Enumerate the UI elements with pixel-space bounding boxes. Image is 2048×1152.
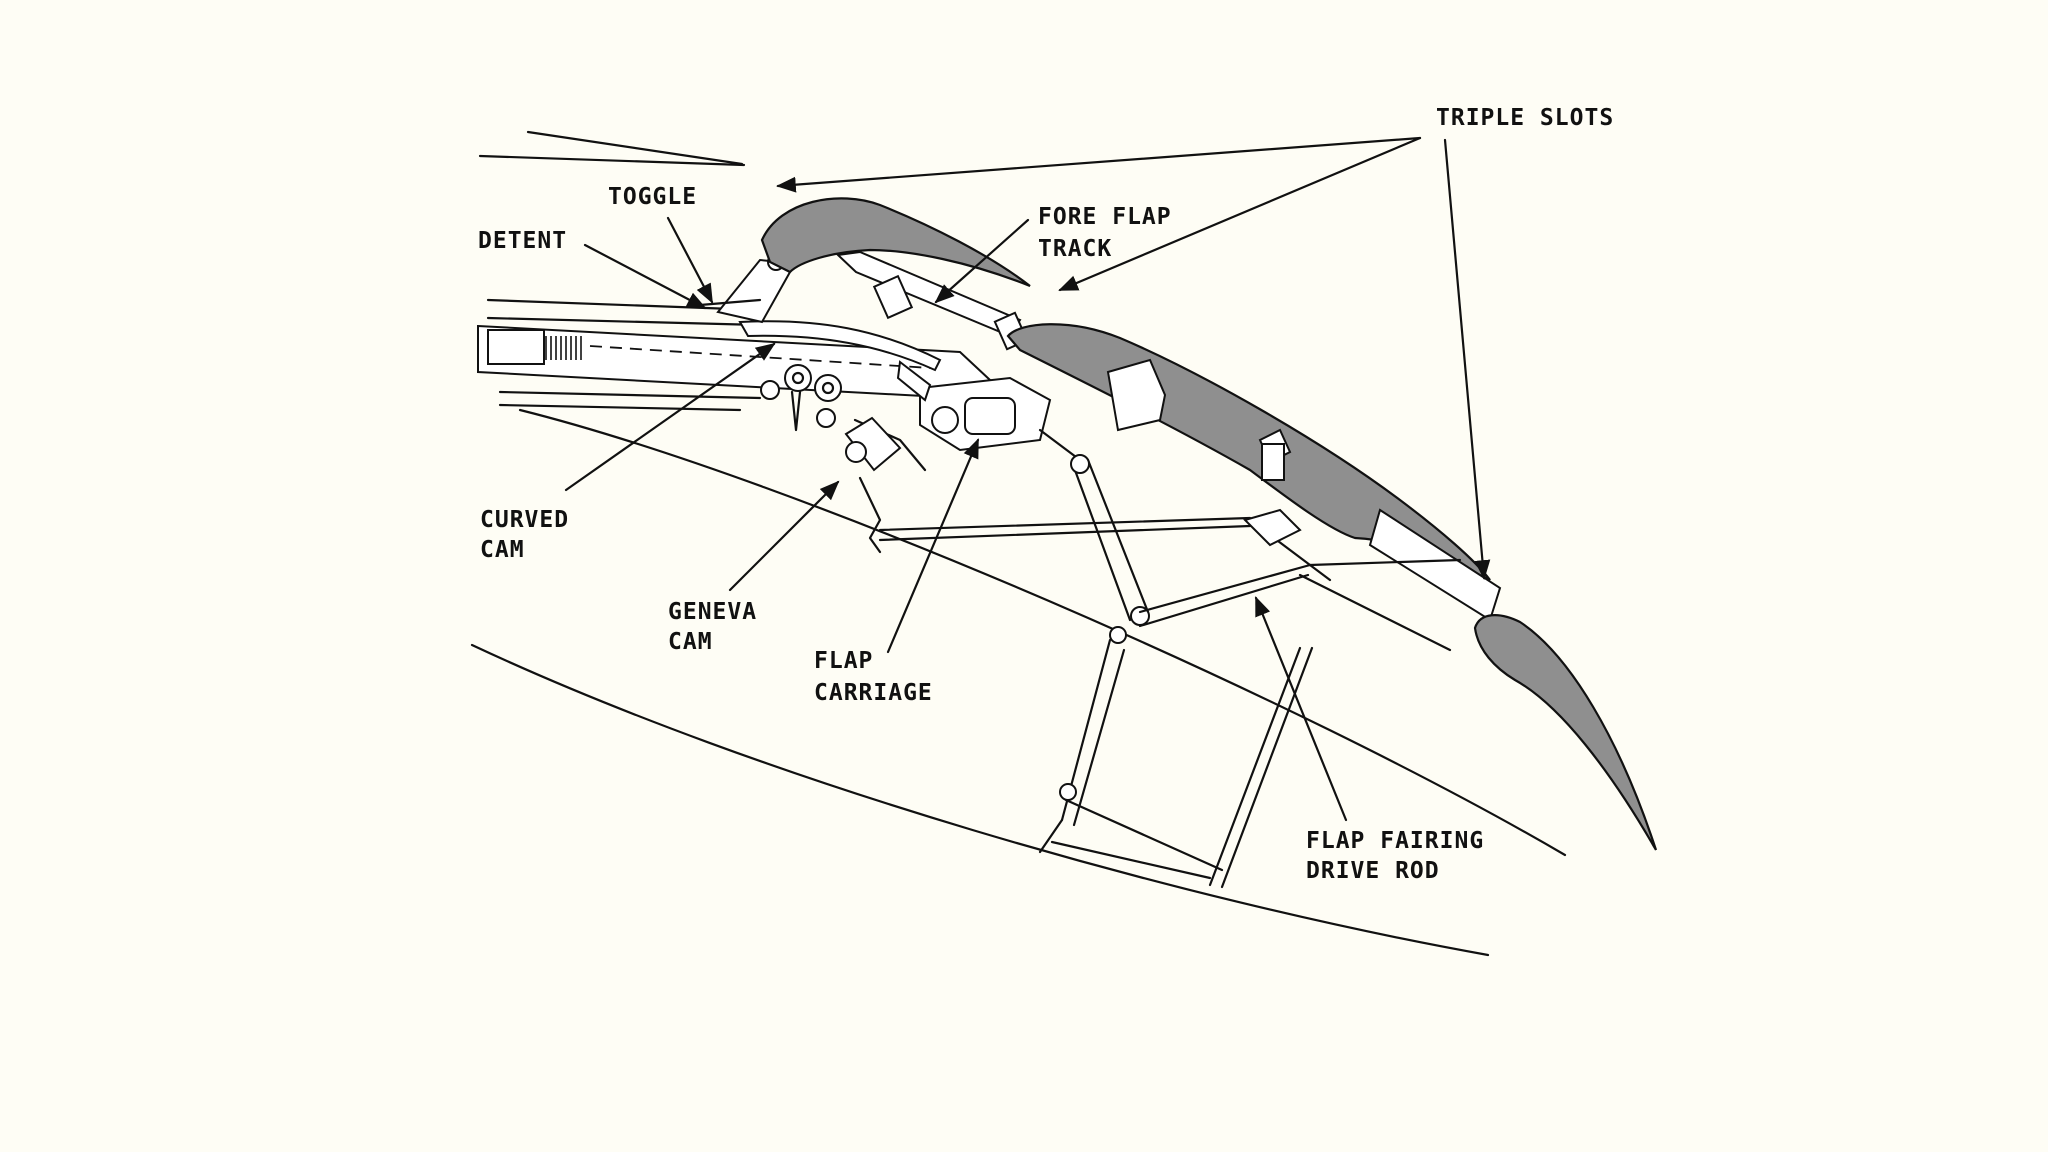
label-fore-flap: FORE FLAP xyxy=(1038,204,1172,230)
wing-structure xyxy=(470,130,1567,957)
main-drive-link xyxy=(1070,460,1132,622)
labels: TRIPLE SLOTS TOGGLE DETENT FORE FLAP TRA… xyxy=(478,105,1614,884)
leader-flap-fairing xyxy=(1254,596,1348,822)
label-triple-slots: TRIPLE SLOTS xyxy=(1436,105,1614,131)
upper-edge-line-2 xyxy=(478,154,746,167)
curved-cam-shape xyxy=(738,320,942,372)
label-curved-cam: CAM xyxy=(480,537,525,563)
main-beam xyxy=(477,298,992,412)
label-drive-rod: DRIVE ROD xyxy=(1306,858,1440,884)
flap-fairing-drive-rod xyxy=(1208,646,1302,887)
leader-curved-cam xyxy=(564,342,776,492)
leader-lines xyxy=(564,136,1491,822)
beam-end-block xyxy=(487,329,545,365)
label-flap: FLAP xyxy=(814,648,873,674)
label-curved: CURVED xyxy=(480,507,569,533)
fore-flap xyxy=(760,197,1031,288)
beam-teeth xyxy=(545,336,582,360)
label-flap-carriage: CARRIAGE xyxy=(814,680,933,706)
leader-toggle xyxy=(666,216,714,304)
label-fore-flap-track: TRACK xyxy=(1038,236,1112,262)
label-geneva: GENEVA xyxy=(668,599,757,625)
leader-triple-slots-1 xyxy=(776,136,1422,193)
label-flap-fairing: FLAP FAIRING xyxy=(1306,828,1484,854)
geneva-linkage xyxy=(858,476,882,554)
upper-edge-line-1 xyxy=(526,130,744,166)
aft-flap xyxy=(1473,614,1658,851)
label-geneva-cam: CAM xyxy=(668,629,713,655)
leader-triple-slots-3 xyxy=(1443,138,1491,580)
flap-carriage xyxy=(844,360,1052,554)
leader-detent xyxy=(583,243,707,310)
mid-flap-fittings xyxy=(1106,358,1502,622)
label-toggle: TOGGLE xyxy=(608,184,697,210)
wing-lower-surface xyxy=(470,643,1490,957)
leader-triple-slots-2 xyxy=(1058,136,1422,292)
leader-flap-carriage xyxy=(886,438,980,654)
leader-geneva-cam xyxy=(728,480,840,592)
leader-fore-flap-track xyxy=(934,218,1030,304)
wing-surface-line xyxy=(518,408,1567,857)
linkage-rods xyxy=(878,428,1462,889)
curved-cam-assembly xyxy=(738,320,942,432)
label-detent: DETENT xyxy=(478,228,567,254)
